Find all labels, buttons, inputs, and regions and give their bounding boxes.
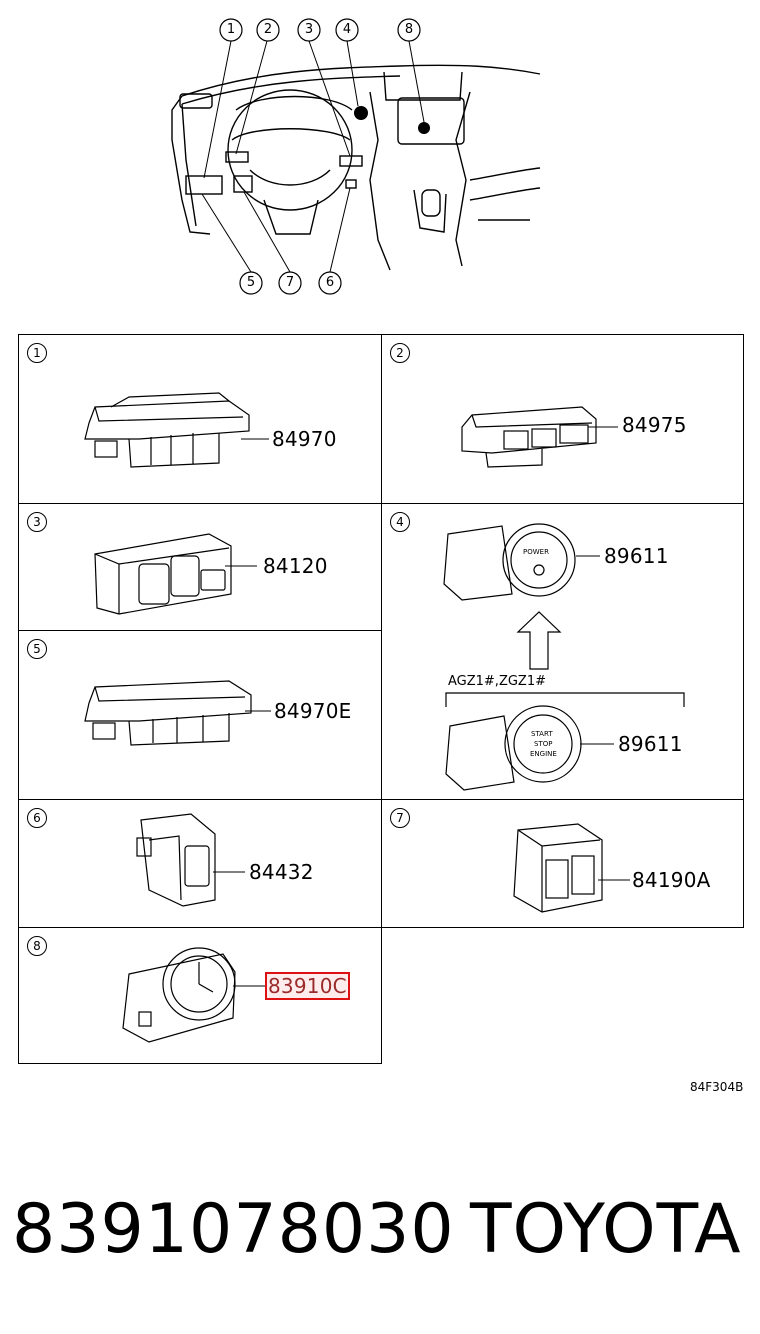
cell-3: 3 84120	[18, 503, 382, 631]
part-number-83910C: 83910C	[265, 972, 350, 1000]
switch-84975-drawing	[461, 406, 618, 468]
switch-84970E-drawing	[84, 680, 271, 746]
footer-brand: TOYOTA	[470, 1190, 742, 1269]
overview-callout-8: 8	[404, 22, 414, 37]
overview-callout-7: 7	[285, 275, 295, 290]
cell-5-badge: 5	[27, 639, 47, 659]
part-number-84432: 84432	[249, 860, 314, 884]
variant-label-agz-zgz: AGZ1#,ZGZ1#	[448, 674, 546, 689]
start-button-label-3: ENGINE	[530, 750, 557, 758]
cell-8: 8 83910C	[18, 927, 382, 1064]
overview-callout-1: 1	[226, 22, 236, 37]
switch-84970-drawing	[84, 392, 269, 468]
power-button-label: POWER	[523, 548, 549, 556]
overview-callout-6: 6	[325, 275, 335, 290]
overview-callout-4: 4	[342, 22, 352, 37]
power-switch-drawing	[443, 523, 685, 791]
cell-8-badge: 8	[27, 936, 47, 956]
cell-4-badge: 4	[390, 512, 410, 532]
part-number-84970: 84970	[272, 427, 337, 451]
cell-2-badge: 2	[390, 343, 410, 363]
highlighted-part-number: 83910C	[265, 972, 350, 1000]
cell-6-badge: 6	[27, 808, 47, 828]
part-number-84190A: 84190A	[632, 868, 711, 892]
cell-2: 2 84975	[381, 334, 744, 504]
dashboard-overview-drawing	[171, 18, 541, 295]
cell-1-badge: 1	[27, 343, 47, 363]
cell-3-badge: 3	[27, 512, 47, 532]
part-number-89611-power: 89611	[604, 544, 669, 568]
part-number-89611-start: 89611	[618, 732, 683, 756]
cell-4: 4 POWER START STOP ENGINE	[381, 503, 744, 800]
overview-callout-2: 2	[263, 22, 273, 37]
footer-part-number: 8391078030	[12, 1190, 455, 1269]
overview-callout-3: 3	[304, 22, 314, 37]
diagram-code: 84F304B	[690, 1080, 744, 1094]
cell-1: 1 84970	[18, 334, 382, 504]
part-number-84120: 84120	[263, 554, 328, 578]
switch-84120-drawing	[94, 533, 257, 615]
switch-84190A-drawing	[513, 823, 630, 913]
start-button-label-1: START	[531, 730, 553, 738]
cell-7: 7 84190A	[381, 799, 744, 928]
start-button-label-2: STOP	[534, 740, 553, 748]
part-number-84970E: 84970E	[274, 699, 352, 723]
part-number-84975: 84975	[622, 413, 687, 437]
cell-7-badge: 7	[390, 808, 410, 828]
cell-6: 6 84432	[18, 799, 382, 928]
cell-5: 5 84970E	[18, 630, 382, 800]
switch-84432-drawing	[136, 813, 245, 907]
clock-83910C-drawing	[122, 947, 265, 1043]
overview-callout-5: 5	[246, 275, 256, 290]
